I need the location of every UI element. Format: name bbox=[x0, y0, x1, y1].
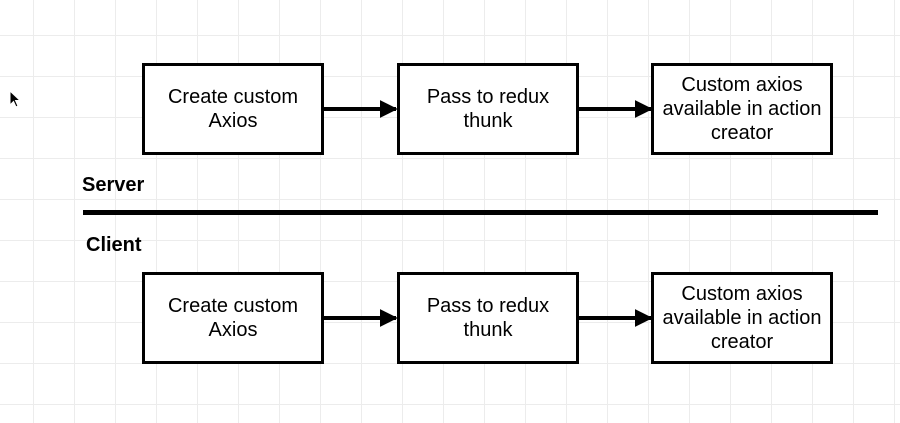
server-client-divider bbox=[83, 210, 878, 215]
server-redux-thunk-node[interactable]: Pass to redux thunk bbox=[397, 63, 579, 155]
node-label: Custom axios available in action creator bbox=[662, 283, 822, 353]
node-label: Create custom Axios bbox=[167, 295, 299, 341]
server-action-creator-node[interactable]: Custom axios available in action creator bbox=[651, 63, 833, 155]
node-label: Create custom Axios bbox=[167, 86, 299, 132]
node-label: Custom axios available in action creator bbox=[662, 74, 822, 144]
client-redux-thunk-node[interactable]: Pass to redux thunk bbox=[397, 272, 579, 364]
client-create-axios-node[interactable]: Create custom Axios bbox=[142, 272, 324, 364]
mouse-pointer-icon bbox=[9, 90, 21, 108]
server-section-label: Server bbox=[82, 174, 145, 196]
node-label: Pass to redux thunk bbox=[426, 86, 550, 132]
node-label: Pass to redux thunk bbox=[426, 295, 550, 341]
client-action-creator-node[interactable]: Custom axios available in action creator bbox=[651, 272, 833, 364]
client-section-label: Client bbox=[86, 234, 142, 256]
server-create-axios-node[interactable]: Create custom Axios bbox=[142, 63, 324, 155]
